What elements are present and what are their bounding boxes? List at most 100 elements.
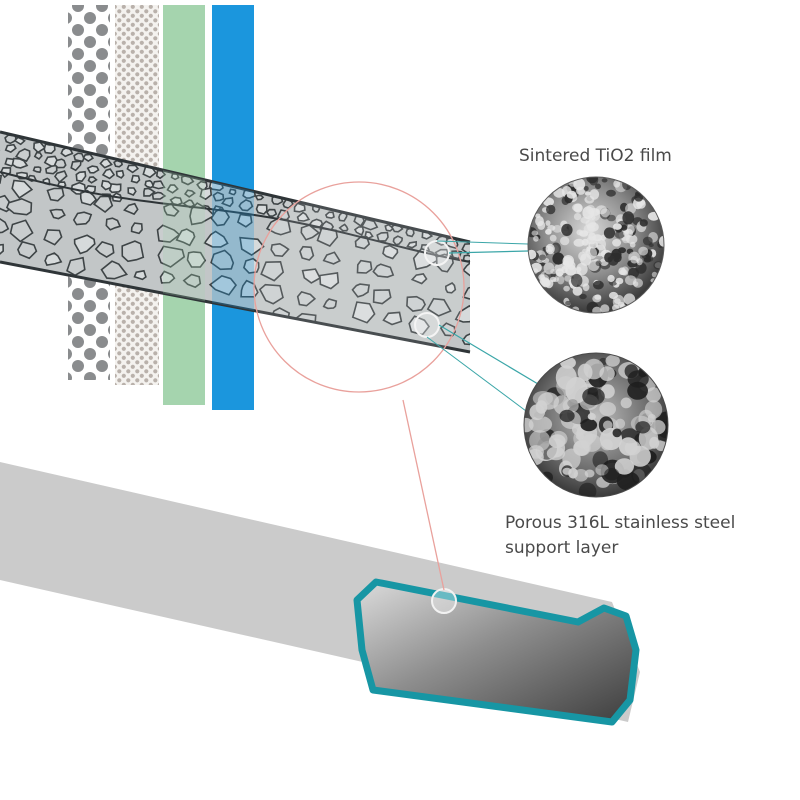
grain (0, 173, 3, 191)
sem-particle (533, 235, 539, 242)
grain (5, 197, 33, 216)
support-layer-label: Porous 316L stainless steel support laye… (505, 511, 735, 561)
sem-particle (623, 228, 634, 238)
grain (406, 240, 418, 249)
sem-particle (636, 258, 643, 266)
sem-particle (624, 364, 638, 379)
sem-particle (612, 428, 622, 438)
grain (360, 218, 379, 231)
sem-particle (546, 204, 556, 215)
sem-particle (620, 397, 632, 409)
sem-particle (586, 204, 596, 215)
sem-particle (645, 255, 651, 261)
sem-particle (578, 482, 597, 497)
grain (32, 166, 42, 174)
grain (300, 224, 321, 241)
grain (296, 290, 317, 307)
sem-particle (549, 234, 557, 242)
sem-particle (533, 268, 539, 274)
sem-particle (592, 294, 602, 303)
grain (157, 245, 186, 268)
grain (113, 159, 123, 168)
sem-particle (573, 469, 589, 482)
grain (86, 165, 100, 174)
grain (101, 168, 116, 180)
film-micrograph (527, 176, 665, 314)
sem-particle (577, 363, 593, 381)
sem-particle (638, 367, 648, 378)
grain (239, 236, 265, 257)
sem-particle (607, 214, 616, 222)
sem-particle (606, 189, 616, 197)
grain (33, 151, 43, 161)
grain (156, 224, 181, 243)
grain (228, 188, 237, 196)
grain (296, 211, 311, 222)
cross-section-outline (0, 130, 471, 354)
sem-particle (616, 471, 640, 491)
grain (376, 231, 389, 242)
grain (123, 202, 139, 216)
grain (115, 169, 125, 179)
sem-particle (545, 228, 552, 235)
sem-particle (586, 236, 597, 245)
grain (105, 217, 122, 231)
film-label: Sintered TiO2 film (519, 146, 672, 166)
sem-particle (535, 213, 541, 219)
sem-particle (546, 446, 566, 461)
grain (94, 240, 115, 259)
sem-particle (563, 285, 570, 292)
grain (151, 180, 166, 190)
sem-particle (600, 304, 610, 313)
grain (270, 242, 290, 258)
grain (163, 202, 180, 217)
sem-particle (649, 436, 660, 449)
grain (87, 176, 98, 184)
grain (151, 191, 167, 200)
grain (54, 170, 68, 184)
grain (324, 211, 335, 219)
grain (462, 284, 470, 302)
film-grains (0, 134, 470, 262)
grain (254, 194, 265, 201)
grain (46, 187, 65, 202)
grain (70, 160, 82, 172)
grain (444, 282, 457, 294)
grain (351, 283, 371, 298)
sem-particle (528, 415, 553, 433)
grain (43, 229, 63, 246)
sem-particle (576, 229, 583, 236)
grain (338, 223, 349, 232)
grain (382, 311, 403, 326)
grain (11, 157, 29, 169)
sem-particle (584, 195, 595, 204)
tube-bore (357, 582, 636, 722)
sem-particle (535, 400, 548, 414)
sem-particle (554, 263, 566, 272)
sem-particle (635, 262, 647, 274)
sem-particle (622, 211, 635, 225)
sem-particle (593, 280, 604, 290)
sem-particle (559, 409, 575, 423)
sem-particle (553, 187, 565, 198)
sem-particle (607, 274, 615, 283)
sem-particle (595, 183, 601, 190)
sem-particle (550, 268, 558, 275)
sem-particle (613, 223, 622, 230)
sem-particle (612, 252, 622, 263)
grain (175, 228, 196, 247)
sem-particle (564, 275, 572, 282)
sem-particle (615, 277, 624, 285)
sem-particle (623, 293, 636, 305)
grain (351, 301, 376, 324)
support-zoom-marker (414, 312, 440, 338)
grain (182, 273, 202, 289)
sem-particle (545, 243, 555, 255)
grain (100, 260, 129, 280)
sem-particle (562, 255, 575, 268)
sem-particle (622, 236, 630, 244)
sem-particle (612, 239, 622, 247)
grain (159, 270, 176, 284)
sem-particle (650, 420, 666, 435)
grain (49, 208, 66, 220)
